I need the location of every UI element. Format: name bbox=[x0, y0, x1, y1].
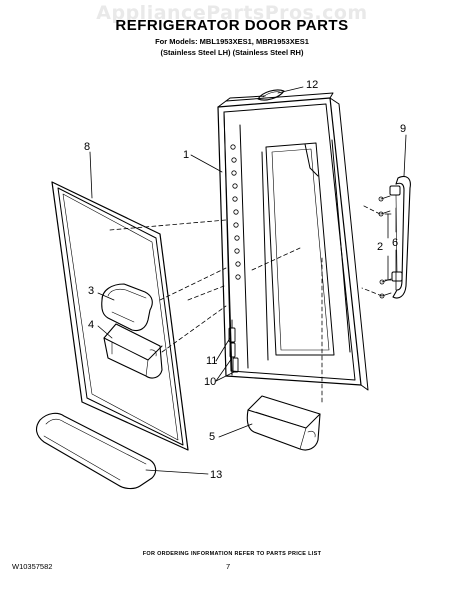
callout-8: 8 bbox=[84, 141, 90, 153]
callout-12: 12 bbox=[306, 79, 318, 91]
hinge-cover-part-12 bbox=[257, 89, 285, 101]
dairy-bin-part-4 bbox=[103, 323, 163, 379]
handle-screws bbox=[378, 195, 392, 299]
watermark: AppliancePartsPros.com bbox=[96, 2, 368, 24]
callout-5: 5 bbox=[209, 431, 215, 443]
explosion-lines bbox=[109, 204, 383, 403]
callout-9: 9 bbox=[400, 123, 406, 135]
door-shelf-rail-part-13 bbox=[35, 412, 157, 490]
callout-10: 10 bbox=[204, 376, 216, 388]
callout-4: 4 bbox=[88, 319, 94, 331]
callout-11: 11 bbox=[206, 355, 217, 367]
shelf-support-holes bbox=[230, 144, 241, 280]
shelf-stud-assembly bbox=[228, 319, 239, 373]
callout-13: 13 bbox=[210, 469, 222, 481]
door-bin-part-5 bbox=[246, 395, 321, 451]
callout-1: 1 bbox=[183, 149, 189, 161]
ordering-note: FOR ORDERING INFORMATION REFER TO PARTS … bbox=[142, 551, 322, 557]
models-line: For Models: MBL1953XES1, MBR1953XES1 bbox=[155, 37, 309, 46]
document-number: W10357582 bbox=[12, 562, 53, 571]
variants-line: (Stainless Steel LH) (Stainless Steel RH… bbox=[160, 48, 304, 57]
callout-2: 2 bbox=[377, 241, 383, 253]
door-liner-part-8 bbox=[51, 181, 189, 451]
page-title: REFRIGERATOR DOOR PARTS bbox=[115, 17, 349, 34]
callout-3: 3 bbox=[88, 285, 94, 297]
door-frame-part-1 bbox=[217, 92, 369, 391]
callout-leaders bbox=[89, 86, 407, 475]
dairy-door-part-3 bbox=[101, 283, 153, 332]
callout-6: 6 bbox=[392, 237, 398, 249]
page-number: 7 bbox=[226, 562, 231, 571]
